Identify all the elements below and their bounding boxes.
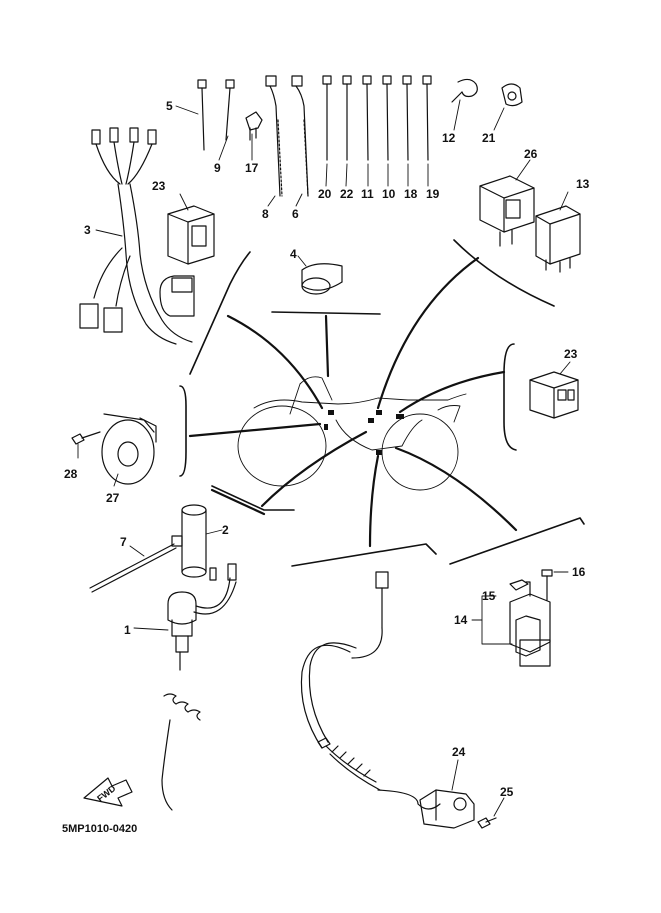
fwd-arrow-icon — [83, 777, 133, 807]
relay-23-top — [167, 205, 215, 265]
switch-24 — [419, 789, 475, 829]
wire-harness-3 — [79, 127, 195, 345]
sensor-1 — [161, 563, 237, 811]
motorcycle-outline — [237, 376, 467, 491]
callout-27: 27 — [106, 491, 120, 505]
relay-13 — [535, 205, 581, 273]
bolt-16 — [541, 569, 553, 601]
band-6 — [291, 75, 309, 197]
callout-13: 13 — [576, 177, 590, 191]
tube-2 — [181, 504, 207, 578]
callout-25: 25 — [500, 785, 514, 799]
fuse-15 — [509, 579, 529, 591]
callout-12: 12 — [442, 131, 456, 145]
callout-3: 3 — [84, 223, 91, 237]
connector-23-right — [529, 371, 579, 419]
callout-18: 18 — [404, 187, 418, 201]
callout-2: 2 — [222, 523, 229, 537]
relay-14 — [509, 581, 551, 667]
screw-25 — [477, 817, 497, 829]
locator-lines — [188, 256, 518, 548]
callout-23-top: 23 — [152, 179, 166, 193]
region-brackets — [179, 239, 585, 567]
callout-21: 21 — [482, 131, 496, 145]
callout-5: 5 — [166, 99, 173, 113]
cable-tie-7 — [89, 535, 183, 593]
clip-17 — [245, 111, 263, 141]
callout-16: 16 — [572, 565, 586, 579]
callout-1: 1 — [124, 623, 131, 637]
band-8 — [265, 75, 283, 197]
clamp-21 — [501, 83, 523, 107]
callout-11: 11 — [361, 187, 374, 201]
cable-tie-5 — [197, 79, 207, 151]
callout-4: 4 — [290, 247, 297, 261]
cable-24 — [300, 571, 441, 810]
callout-20: 20 — [318, 187, 332, 201]
callout-14: 14 — [454, 613, 468, 627]
callout-10: 10 — [382, 187, 396, 201]
callout-23-right: 23 — [564, 347, 578, 361]
bolt-28 — [71, 431, 101, 445]
callout-22: 22 — [340, 187, 354, 201]
bike-markers — [324, 410, 404, 455]
callout-9: 9 — [214, 161, 221, 175]
callout-28: 28 — [64, 467, 78, 481]
relay-26 — [479, 175, 535, 247]
clamp-12 — [451, 78, 478, 103]
part-code: 5MP1010-0420 — [62, 823, 137, 835]
callout-7: 7 — [120, 535, 127, 549]
callout-6: 6 — [292, 207, 299, 221]
callout-leaders — [77, 99, 571, 817]
callout-8: 8 — [262, 207, 269, 221]
callout-24: 24 — [452, 745, 466, 759]
callout-15: 15 — [482, 589, 496, 603]
callout-26: 26 — [524, 147, 538, 161]
callout-labels: 5 9 17 8 6 20 22 11 10 18 19 12 21 26 13… — [62, 99, 590, 835]
horn-27 — [101, 413, 157, 485]
cap-4 — [301, 263, 343, 295]
callout-19: 19 — [426, 187, 440, 201]
callout-17: 17 — [245, 161, 259, 175]
cable-tie-9 — [225, 79, 235, 141]
cable-ties-row — [322, 75, 432, 161]
